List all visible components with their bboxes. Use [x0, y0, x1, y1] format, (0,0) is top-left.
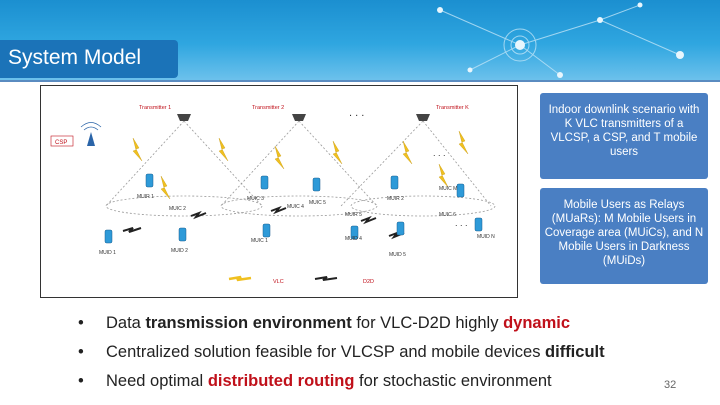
- d2d-link-icon: [122, 227, 142, 233]
- cone-edge: [183, 120, 263, 207]
- d2d-link-icon: [360, 215, 377, 225]
- transmitter-label: Transmitter 1: [139, 105, 171, 111]
- legend-d2d-label: D2D: [363, 279, 374, 285]
- user-label: MUIC 1: [251, 238, 268, 244]
- user-label: MUID 5: [389, 252, 406, 258]
- bullet-highlight: distributed routing: [207, 372, 355, 390]
- users-ellipsis: . . .: [433, 148, 446, 158]
- user-label: MUIC M: [439, 186, 457, 192]
- relays-callout: Mobile Users as Relays (MUaRs): M Mobile…: [540, 188, 708, 284]
- bullet-item: • Centralized solution feasible for VLCS…: [78, 340, 678, 369]
- cone-edge: [105, 120, 185, 207]
- header-divider: [0, 80, 720, 82]
- transmitter-icon: [177, 114, 191, 121]
- transmitter-icon: [416, 114, 430, 121]
- user-label: MUID 1: [99, 250, 116, 256]
- system-diagram: Transmitter 1 Transmitter 2 Transmitter …: [40, 85, 518, 298]
- coverage-ellipse: [220, 195, 378, 217]
- vlc-bolt-icon: [332, 140, 343, 165]
- user-label: MUIR 1: [137, 194, 154, 200]
- user-label: MUID 2: [171, 248, 188, 254]
- vlc-legend-icon: [228, 275, 252, 282]
- csp-box: [50, 135, 74, 147]
- user-label: MUID N: [477, 234, 495, 240]
- coverage-ellipse: [105, 195, 263, 217]
- slide-header: System Model: [0, 0, 720, 80]
- bullet-text: Data: [106, 314, 146, 332]
- user-label: MUIR 5: [345, 212, 362, 218]
- page-number: 32: [664, 379, 677, 391]
- transmitter-label: Transmitter K: [436, 105, 469, 111]
- coverage-ellipse: [350, 195, 496, 217]
- bullet-dot: •: [78, 372, 84, 390]
- users-ellipsis: . . .: [455, 218, 468, 228]
- mobile-user-icon: [456, 183, 465, 198]
- network-decoration: [437, 2, 684, 78]
- mobile-user-icon: [396, 221, 405, 236]
- bullet-highlight: dynamic: [503, 314, 571, 332]
- vlc-bolt-icon: [160, 175, 171, 200]
- d2d-legend-icon: [314, 276, 338, 281]
- cone-edge: [220, 120, 300, 207]
- vlc-bolt-icon: [458, 130, 469, 155]
- bullet-emphasis: difficult: [545, 343, 605, 361]
- user-label: MUIC 2: [169, 206, 186, 212]
- mobile-user-icon: [390, 175, 399, 190]
- user-label: MUIC 4: [287, 204, 304, 210]
- mobile-user-icon: [474, 217, 483, 232]
- title-bar: System Model: [0, 40, 178, 78]
- bullet-text: Need optimal: [106, 372, 208, 390]
- csp-tower-icon: [80, 122, 102, 146]
- mobile-user-icon: [312, 177, 321, 192]
- d2d-link-icon: [270, 205, 287, 215]
- bullet-emphasis: transmission environment: [145, 314, 352, 332]
- user-label: MUID 4: [345, 236, 362, 242]
- mobile-user-icon: [350, 225, 359, 240]
- cone-edge: [298, 120, 378, 207]
- mobile-user-icon: [178, 227, 187, 242]
- bullet-text: for VLC-D2D highly: [351, 314, 504, 332]
- user-label: MUIC 6: [439, 212, 456, 218]
- vlc-bolt-icon: [132, 137, 143, 162]
- user-label: MUIR 2: [387, 196, 404, 202]
- page-title: System Model: [8, 46, 142, 69]
- vlc-bolt-icon: [274, 145, 285, 170]
- mobile-user-icon: [260, 175, 269, 190]
- bullet-dot: •: [78, 343, 84, 361]
- transmitter-icon: [292, 114, 306, 121]
- cone-edge: [340, 120, 424, 207]
- bullet-text: Centralized solution feasible for VLCSP …: [106, 343, 546, 361]
- transmitter-ellipsis: . . .: [349, 107, 364, 119]
- vlc-bolt-icon: [402, 140, 413, 165]
- mobile-user-icon: [104, 229, 113, 244]
- bullet-dot: •: [78, 314, 84, 332]
- bullet-list: • Data transmission environment for VLC-…: [78, 311, 678, 398]
- user-label: MUIC 3: [247, 196, 264, 202]
- bullet-item: • Need optimal distributed routing for s…: [78, 369, 678, 398]
- d2d-link-icon: [190, 210, 207, 220]
- legend-vlc-label: VLC: [273, 279, 284, 285]
- csp-label: CSP: [55, 140, 67, 146]
- mobile-user-icon: [262, 223, 271, 238]
- vlc-bolt-icon: [218, 137, 229, 162]
- vlc-bolt-icon: [438, 163, 449, 188]
- bullet-item: • Data transmission environment for VLC-…: [78, 311, 678, 340]
- mobile-user-icon: [145, 173, 154, 188]
- bullet-text: for stochastic environment: [354, 372, 552, 390]
- scenario-callout: Indoor downlink scenario with K VLC tran…: [540, 93, 708, 179]
- transmitter-label: Transmitter 2: [252, 105, 284, 111]
- user-label: MUIC 5: [309, 200, 326, 206]
